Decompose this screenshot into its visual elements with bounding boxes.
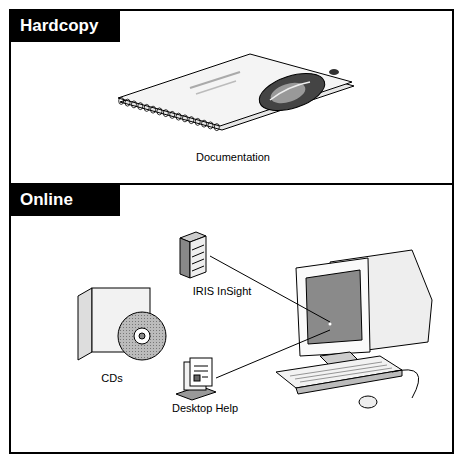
- leader-line: [216, 330, 330, 378]
- manual-book: [118, 54, 354, 131]
- caption-label: Documentation: [194, 151, 272, 163]
- workstation: [276, 250, 432, 408]
- desktop-help-icon: [176, 358, 216, 400]
- leader-dot: [329, 323, 332, 326]
- cd-case: [78, 288, 166, 360]
- section-tab: Online: [10, 184, 120, 216]
- section-tab: Hardcopy: [10, 10, 120, 42]
- caption-label: CDs: [99, 372, 124, 384]
- caption-label: IRIS InSight: [191, 285, 254, 297]
- caption-label: Desktop Help: [170, 402, 240, 414]
- server-icon: [180, 232, 206, 278]
- outer-frame: [10, 10, 453, 453]
